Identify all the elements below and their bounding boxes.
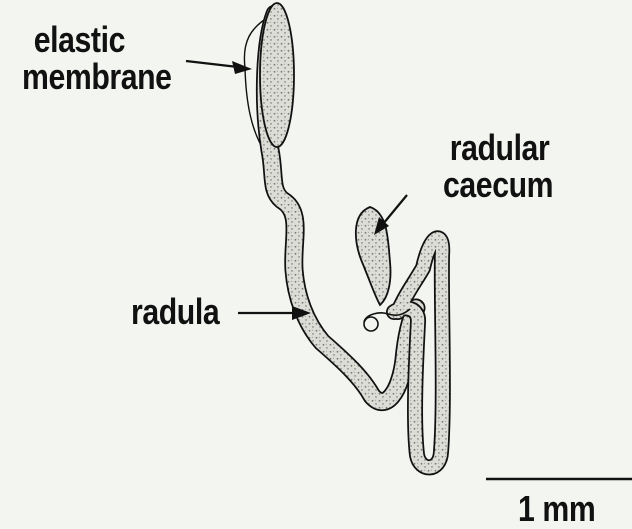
elastic-membrane-label-line-2: membrane [22, 58, 172, 95]
elastic-membrane-label-line-1: elastic [22, 21, 172, 58]
radula-label: radula [131, 293, 219, 330]
radular-caecum-arrow-line [383, 195, 407, 224]
radular-caecum-label-line-1: radular [443, 129, 553, 166]
elastic-membrane-arrowhead [232, 61, 252, 74]
radular-caecum-label: radular caecum [443, 129, 553, 203]
scale-bar-label-text: 1 mm [518, 490, 595, 527]
radula-label-text: radula [131, 293, 219, 330]
elastic-membrane-label: elastic membrane [22, 21, 172, 95]
elastic-membrane-arrow-line [186, 61, 238, 67]
radular-caecum-label-line-2: caecum [443, 166, 553, 203]
scale-bar-label: 1 mm [518, 490, 595, 527]
elastic-membrane-sac [260, 3, 294, 147]
